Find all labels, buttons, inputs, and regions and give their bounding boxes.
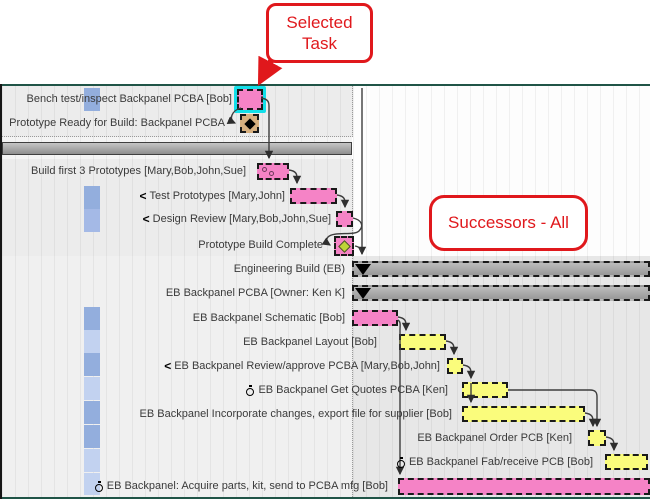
task-label-eb-incorporate: EB Backpanel Incorporate changes, export… <box>140 408 452 420</box>
resource-cell-test-prototypes <box>84 186 100 209</box>
task-label-text-eb-acquire-parts: EB Backpanel: Acquire parts, kit, send t… <box>106 480 388 492</box>
task-label-text-eb-schematic: EB Backpanel Schematic [Bob] <box>192 312 345 324</box>
resource-cell-design-review <box>84 209 100 232</box>
task-bar-eb-review-approve[interactable] <box>447 358 463 374</box>
task-label-text-design-review: Design Review [Mary,Bob,John,Sue] <box>152 213 331 225</box>
constraint-icon: < <box>139 189 147 203</box>
constraint-icon: < <box>142 212 150 226</box>
task-label-eb-order-pcb: EB Backpanel Order PCB [Ken] <box>417 432 572 444</box>
resource-cell-bench-test <box>84 88 100 111</box>
resource-cell-eb-review-approve <box>84 353 100 376</box>
task-bar-test-prototypes[interactable] <box>290 188 337 204</box>
resource-cell-eb-schematic <box>84 307 100 330</box>
resource-cell-eb-order-pcb <box>84 425 100 448</box>
selected-task-callout: Selected Task <box>266 3 373 63</box>
summary-start-triangle-icon <box>355 264 371 275</box>
chart-background-lower-left <box>2 256 352 497</box>
task-label-eb-get-quotes: EB Backpanel Get Quotes PCBA [Ken] <box>246 384 448 396</box>
task-label-text-engineering-build: Engineering Build (EB) <box>233 263 345 275</box>
selected-task-callout-line2: Task <box>302 34 337 53</box>
summary-bar-engineering-build[interactable] <box>352 261 650 277</box>
summary-bar-eb-backpanel-pcba[interactable] <box>352 285 650 301</box>
task-bar-eb-incorporate[interactable] <box>462 406 585 422</box>
task-bar-eb-fab-receive[interactable] <box>605 454 648 470</box>
task-label-engineering-build: Engineering Build (EB) <box>234 263 345 275</box>
collapsed-summary-band[interactable] <box>2 142 352 155</box>
task-label-text-proto-build-complete: Prototype Build Complete <box>198 239 323 251</box>
task-label-proto-build-complete: Prototype Build Complete <box>198 239 323 251</box>
chart-bottom-border <box>0 497 650 499</box>
summary-start-triangle-icon <box>355 288 371 299</box>
milestone-proto-build-complete[interactable] <box>334 236 354 256</box>
task-label-text-eb-order-pcb: EB Backpanel Order PCB [Ken] <box>417 432 572 444</box>
successors-all-callout-text: Successors - All <box>448 213 569 233</box>
chart-top-border <box>0 84 650 86</box>
selected-task-callout-line1: Selected <box>286 12 353 32</box>
resource-cell-eb-incorporate <box>84 401 100 424</box>
split-dot-icon <box>262 167 267 172</box>
task-label-text-eb-incorporate: EB Backpanel Incorporate changes, export… <box>139 408 452 420</box>
task-label-text-eb-layout: EB Backpanel Layout [Bob] <box>243 336 377 348</box>
task-bar-eb-get-quotes[interactable] <box>462 382 508 398</box>
split-dot-icon <box>269 171 274 176</box>
task-label-eb-fab-receive: EB Backpanel Fab/receive PCB [Bob] <box>396 456 593 468</box>
task-label-bench-test: Bench test/inspect Backpanel PCBA [Bob] <box>27 93 232 105</box>
task-bar-design-review[interactable] <box>336 211 353 227</box>
resource-cell-eb-layout <box>84 330 100 353</box>
task-label-eb-layout: EB Backpanel Layout [Bob] <box>243 336 377 348</box>
task-label-text-build-3-prototypes: Build first 3 Prototypes [Mary,Bob,John,… <box>30 165 246 177</box>
task-label-text-test-prototypes: Test Prototypes [Mary,John] <box>149 190 285 202</box>
task-bar-eb-acquire-parts[interactable] <box>398 478 650 495</box>
task-label-text-eb-fab-receive: EB Backpanel Fab/receive PCB [Bob] <box>408 456 593 468</box>
summary-group-panel-top <box>2 86 353 137</box>
task-label-eb-review-approve: <EB Backpanel Review/approve PCBA [Mary,… <box>164 360 440 372</box>
selection-highlight-bench-test <box>234 86 266 113</box>
constraint-icon: < <box>164 359 172 373</box>
deadline-clock-icon <box>396 456 406 468</box>
task-label-proto-ready: Prototype Ready for Build: Backpanel PCB… <box>9 117 225 129</box>
deadline-clock-icon <box>246 384 255 396</box>
task-label-test-prototypes: <Test Prototypes [Mary,John] <box>139 190 285 202</box>
task-label-eb-acquire-parts: EB Backpanel: Acquire parts, kit, send t… <box>94 480 388 492</box>
milestone-proto-ready[interactable] <box>240 114 259 133</box>
task-label-text-bench-test: Bench test/inspect Backpanel PCBA [Bob] <box>26 93 232 105</box>
chart-left-border <box>0 84 2 499</box>
task-label-text-eb-backpanel-pcba: EB Backpanel PCBA [Owner: Ken K] <box>165 287 345 299</box>
task-bar-eb-schematic[interactable] <box>352 310 398 326</box>
task-label-text-proto-ready: Prototype Ready for Build: Backpanel PCB… <box>9 117 225 129</box>
milestone-complete-diamond-icon <box>337 239 351 253</box>
task-label-eb-backpanel-pcba: EB Backpanel PCBA [Owner: Ken K] <box>166 287 345 299</box>
resource-cell-eb-get-quotes <box>84 377 100 400</box>
summary-group-panel-middle <box>2 159 353 257</box>
task-label-eb-schematic: EB Backpanel Schematic [Bob] <box>193 312 345 324</box>
task-bar-build-3-prototypes[interactable] <box>257 163 289 180</box>
milestone-diamond-icon <box>243 117 256 130</box>
deadline-clock-icon <box>94 480 104 492</box>
task-bar-eb-order-pcb[interactable] <box>588 430 606 446</box>
resource-cell-eb-fab-receive <box>84 449 100 472</box>
task-label-build-3-prototypes: Build first 3 Prototypes [Mary,Bob,John,… <box>31 165 246 177</box>
task-label-text-eb-review-approve: EB Backpanel Review/approve PCBA [Mary,B… <box>174 360 440 372</box>
successors-all-callout: Successors - All <box>429 195 588 251</box>
task-label-design-review: <Design Review [Mary,Bob,John,Sue] <box>143 213 331 225</box>
task-bar-bench-test[interactable] <box>237 89 263 110</box>
task-bar-eb-layout[interactable] <box>399 334 446 350</box>
task-label-text-eb-get-quotes: EB Backpanel Get Quotes PCBA [Ken] <box>258 384 448 396</box>
